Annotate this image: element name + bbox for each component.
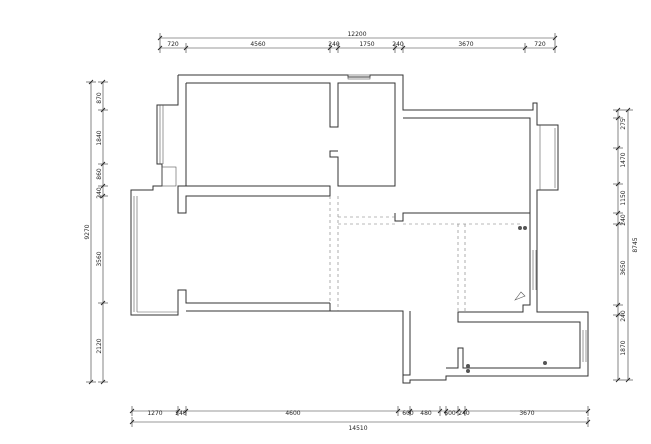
fixture-dot (466, 364, 470, 368)
fixtures (161, 166, 547, 373)
bottom-total-label: 14510 (348, 425, 367, 432)
inner-wall-right-room (394, 117, 531, 222)
right-seg-7: 1870 (620, 340, 627, 355)
top-seg-6: 3670 (458, 41, 473, 48)
bottom-seg-2: 240 (175, 410, 187, 417)
right-seg-3: 1150 (620, 190, 627, 205)
fixture-dot (543, 361, 547, 365)
inner-wall-top-mid (186, 82, 396, 187)
right-seg-1: 275 (620, 118, 627, 130)
left-seg-6: 2120 (96, 338, 103, 353)
left-seg-2: 1840 (96, 130, 103, 145)
right-total-label: 8745 (632, 237, 639, 252)
inner-wall-bottom (186, 303, 331, 312)
fixture-dot (518, 226, 522, 230)
bottom-seg-7: 240 (458, 410, 470, 417)
left-seg-4: 240 (96, 187, 103, 199)
bottom-seg-8: 3670 (519, 410, 534, 417)
bottom-dimensions: 14510 1270 240 4600 600 480 600 240 3670 (129, 406, 591, 432)
windows (133, 74, 587, 362)
left-dimensions: 9270 870 1840 860 240 3560 2120 (84, 79, 108, 385)
openings (329, 196, 523, 312)
top-seg-4: 1750 (359, 41, 374, 48)
top-seg-3: 240 (328, 41, 340, 48)
fixture-dot (466, 369, 470, 373)
window-top (347, 74, 371, 80)
top-dimensions: 12200 720 4560 240 1750 240 3670 720 (157, 31, 558, 53)
top-seg-2: 4560 (250, 41, 265, 48)
right-dimensions: 8745 275 1470 1150 240 3650 240 1870 (613, 107, 639, 383)
left-total-label: 9270 (84, 224, 91, 239)
top-seg-5: 240 (392, 41, 404, 48)
top-total-label: 12200 (347, 31, 366, 38)
door-swing (514, 291, 526, 301)
left-seg-1: 870 (96, 92, 103, 104)
wall-stub-bottom (402, 311, 411, 376)
inner-wall-kitchen (446, 213, 581, 369)
bottom-seg-6: 600 (444, 410, 456, 417)
column-block (161, 166, 177, 187)
right-seg-6: 240 (620, 310, 627, 322)
right-seg-5: 3650 (620, 260, 627, 275)
right-seg-2: 1470 (620, 152, 627, 167)
top-seg-1: 720 (167, 41, 179, 48)
top-seg-7: 720 (534, 41, 546, 48)
inner-wall-top-left (177, 83, 331, 214)
bottom-seg-3: 4600 (285, 410, 300, 417)
outer-wall-left (130, 75, 330, 316)
bottom-seg-1: 1270 (147, 410, 162, 417)
left-seg-3: 860 (96, 168, 103, 180)
fixture-dot (523, 226, 527, 230)
bottom-seg-4: 600 (402, 410, 414, 417)
right-seg-4: 240 (620, 214, 627, 226)
bottom-seg-5: 480 (420, 410, 432, 417)
left-seg-5: 3560 (96, 251, 103, 266)
